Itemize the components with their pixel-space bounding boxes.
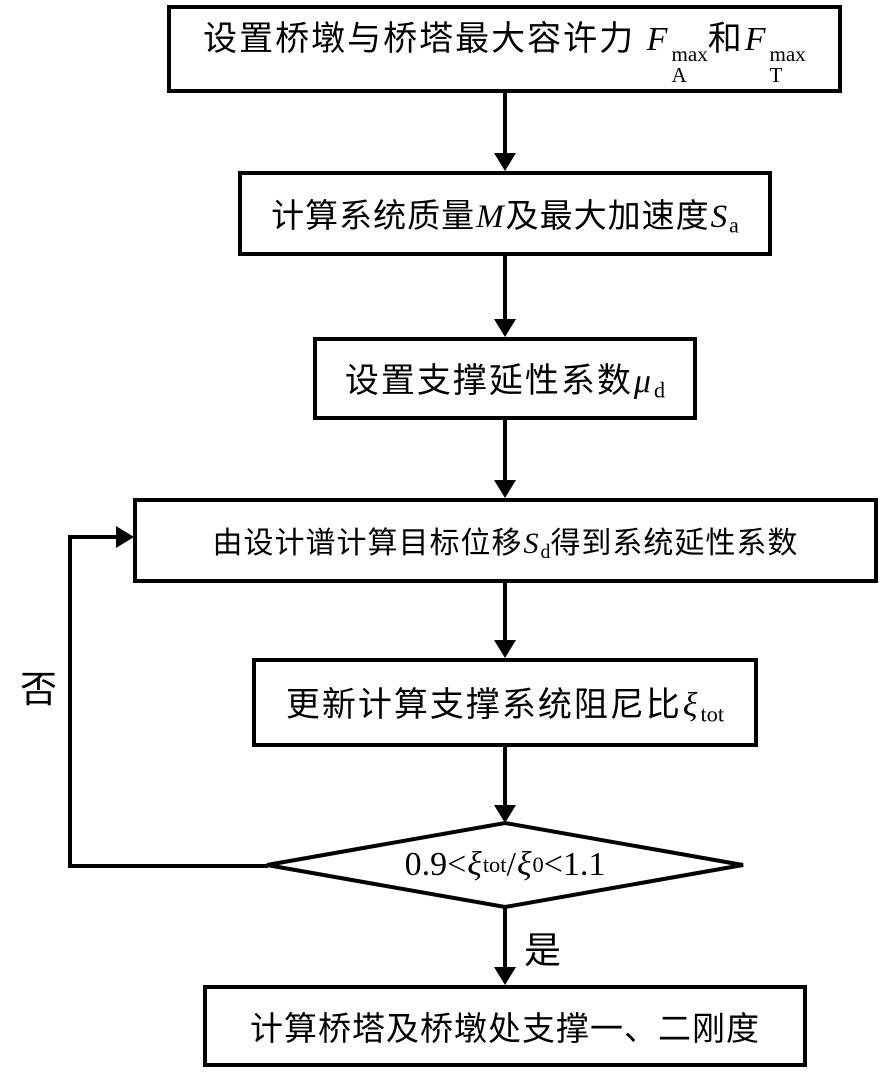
flow-node-compute-support-stiffness: 计算桥塔及桥墩处支撑一、二刚度 <box>203 985 807 1067</box>
flow-node-update-damping-ratio: 更新计算支撑系统阻尼比ξtot <box>252 658 758 747</box>
arrowhead-down-icon <box>494 967 516 985</box>
arrow-step5-decision-line <box>503 747 507 807</box>
flow-node-compute-mass-acceleration: 计算系统质量M及最大加速度Sa <box>238 171 772 256</box>
arrow-decision-step6-line <box>503 907 507 969</box>
flow-node-set-brace-ductility: 设置支撑延性系数μd <box>313 337 697 420</box>
yes-branch-label: 是 <box>524 931 561 972</box>
arrowhead-down-icon <box>494 480 516 498</box>
arrow-step1-step2-line <box>503 93 507 157</box>
node-text: 计算桥塔及桥墩处支撑一、二刚度 <box>250 1012 760 1048</box>
arrow-step4-step5-line <box>503 583 507 642</box>
arrowhead-down-icon <box>494 640 516 658</box>
no-loop-top-line <box>68 535 118 539</box>
node-text: 更新计算支撑系统阻尼比ξtot <box>285 687 725 727</box>
no-loop-vertical-line <box>68 535 72 868</box>
node-text: 由设计谱计算目标位移Sd得到系统延性系数 <box>212 526 799 563</box>
flow-node-target-displacement-ductility: 由设计谱计算目标位移Sd得到系统延性系数 <box>133 498 878 583</box>
arrow-step3-step4-line <box>503 420 507 482</box>
node-text: 设置支撑延性系数μd <box>344 363 666 403</box>
arrow-step2-step3-line <box>503 256 507 321</box>
arrowhead-down-icon <box>494 319 516 337</box>
arrowhead-down-icon <box>494 805 516 823</box>
no-loop-bottom-line <box>68 864 268 868</box>
no-branch-label: 否 <box>20 670 57 711</box>
arrowhead-down-icon <box>494 153 516 171</box>
node-text: 计算系统质量M及最大加速度Sa <box>271 198 739 238</box>
arrowhead-right-icon <box>116 526 134 548</box>
